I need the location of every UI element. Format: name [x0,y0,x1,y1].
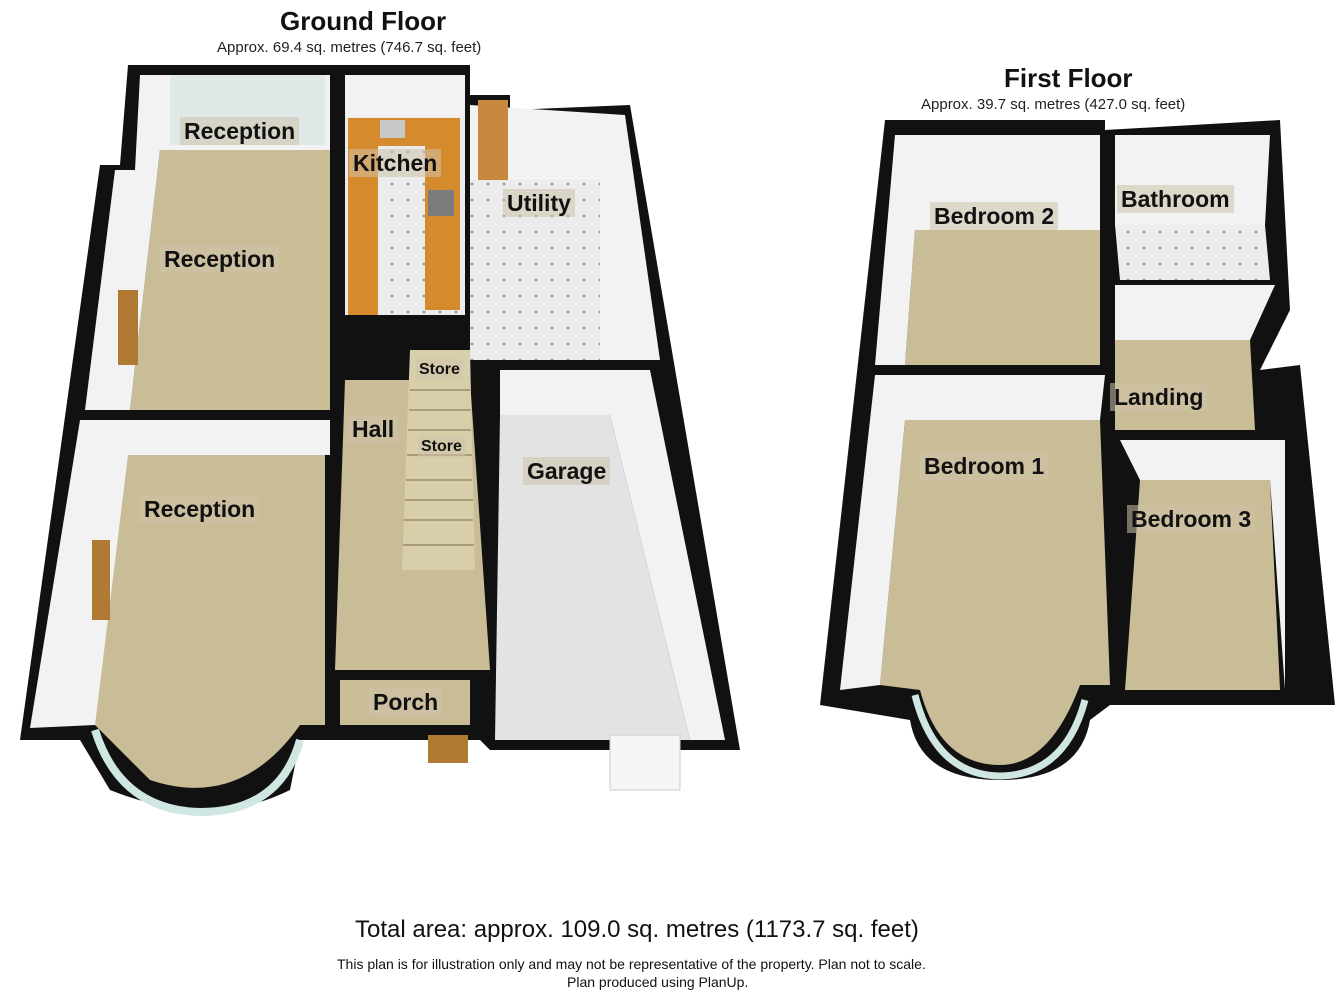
reception-front-wall-face [30,420,330,728]
bedroom2-floor [905,230,1100,365]
plan-credit: Plan produced using PlanUp. [567,974,749,990]
front-door [428,735,468,763]
first-floor-plan [820,120,1335,780]
garage-door [609,734,681,791]
room-label-bedroom-2: Bedroom 2 [930,202,1059,230]
utility-floor [470,180,600,360]
hob-icon [428,190,454,216]
bedroom3-wall-face [1120,440,1285,690]
bedroom2-wall-face [875,135,1100,365]
room-label-bedroom-1: Bedroom 1 [920,452,1049,480]
utility-wall-face [470,105,660,360]
garage-floor [495,415,690,740]
kitchen-wall-face [345,75,465,117]
disclaimer-text: This plan is for illustration only and m… [337,956,926,972]
room-label-bedroom-3: Bedroom 3 [1127,505,1256,533]
room-label-porch: Porch [369,688,443,716]
room-label-bathroom: Bathroom [1117,185,1234,213]
reception-back-floor [130,150,330,410]
room-label-reception-rear: Reception [180,117,300,145]
room-label-landing: Landing [1110,383,1208,411]
ground-floor-title: Ground Floor [280,6,447,36]
reception-front-floor [95,455,325,788]
room-label-store-lower: Store [418,436,465,458]
room-label-store-upper: Store [416,359,463,381]
room-label-hall: Hall [348,415,399,443]
first-floor-area: Approx. 39.7 sq. metres (427.0 sq. feet) [921,96,1186,113]
room-label-reception-front: Reception [140,495,260,523]
sink-icon [380,120,405,138]
landing-wall-face [1115,285,1275,340]
bay-window-front [91,728,304,817]
bedroom1-wall-face [840,375,1105,690]
bathroom-floor [1115,225,1270,280]
fireplace-front [92,540,110,620]
bedroom1-floor [880,420,1110,765]
room-label-kitchen: Kitchen [349,149,442,177]
bay-window-first [911,694,1089,780]
ground-floor-area: Approx. 69.4 sq. metres (746.7 sq. feet) [217,39,482,56]
utility-door [478,100,508,180]
stairs [402,350,475,570]
fireplace-back [118,290,138,365]
room-label-garage: Garage [523,457,611,485]
room-label-utility: Utility [503,189,575,217]
room-label-reception-middle: Reception [160,245,280,273]
total-area: Total area: approx. 109.0 sq. metres (11… [355,916,919,943]
reception-back-wall-face [85,75,330,410]
garage-wall-face [500,370,725,740]
first-floor-title: First Floor [1004,63,1133,93]
